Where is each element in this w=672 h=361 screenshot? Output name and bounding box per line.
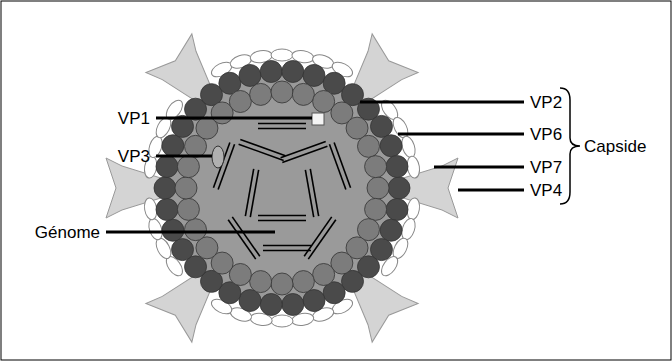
- vp2-protein: [250, 271, 272, 293]
- vp2-protein: [229, 91, 251, 113]
- rna-strand: [263, 245, 311, 247]
- protein-label: VP3: [118, 148, 150, 165]
- core-fill: [164, 70, 400, 306]
- genome-label: Génome: [35, 224, 100, 241]
- vp2-protein: [365, 156, 387, 178]
- vp2-protein: [365, 198, 387, 220]
- vp7-protein: [271, 49, 293, 61]
- leader-lines: [106, 102, 524, 232]
- vp6-protein: [282, 60, 304, 82]
- vp2-protein: [292, 271, 314, 293]
- rna-strand: [232, 217, 260, 256]
- vp2-protein: [271, 273, 293, 295]
- vp2-protein: [292, 83, 314, 105]
- leader-line: [398, 133, 524, 136]
- rna-strand: [308, 220, 336, 259]
- vp2-protein: [177, 198, 199, 220]
- rna-strand: [305, 170, 313, 217]
- leader-line: [458, 189, 524, 192]
- vp1-protein: [312, 113, 324, 125]
- vp2-protein: [177, 156, 199, 178]
- genome-segment: [239, 139, 286, 160]
- rna-strand: [228, 220, 256, 259]
- rna-strand: [263, 250, 311, 252]
- vp6-protein: [386, 156, 408, 178]
- protein-label: VP7: [530, 159, 562, 176]
- genome-segment: [258, 124, 306, 129]
- vp2-protein: [313, 263, 335, 285]
- vp6-protein: [380, 135, 402, 157]
- capsid-label: Capside: [584, 138, 646, 155]
- vp2-protein: [185, 219, 207, 241]
- rna-strand: [258, 220, 306, 222]
- rna-strand: [329, 144, 345, 189]
- vp2-protein: [367, 177, 389, 199]
- genome-segment: [258, 216, 306, 221]
- leader-line: [360, 101, 524, 104]
- vp6-protein: [154, 177, 176, 199]
- brace: [560, 88, 580, 204]
- virus-particle: [106, 34, 458, 342]
- leader-line: [106, 231, 275, 234]
- vp6-protein: [303, 64, 325, 86]
- leader-line: [156, 155, 212, 158]
- vp2-protein: [357, 135, 379, 157]
- genome-segment: [305, 169, 318, 217]
- vp6-protein: [239, 64, 261, 86]
- vp6-protein: [162, 219, 184, 241]
- protein-label: VP4: [530, 182, 562, 199]
- leader-line: [434, 166, 524, 169]
- vp6-protein: [156, 156, 178, 178]
- protein-label: VP2: [530, 94, 562, 111]
- rna-strand: [258, 123, 306, 125]
- genome-segment: [228, 217, 260, 259]
- genome-segment: [304, 217, 336, 259]
- vp2-protein: [271, 81, 293, 103]
- rna-strand: [258, 128, 306, 130]
- vp6-protein: [260, 294, 282, 316]
- vp6-protein: [303, 290, 325, 312]
- genome-segment: [263, 246, 311, 251]
- vp6-protein: [370, 115, 392, 137]
- rna-strand: [250, 170, 258, 217]
- vp2-protein: [250, 83, 272, 105]
- genome-segment: [329, 143, 350, 190]
- vp6-protein: [386, 198, 408, 220]
- vp6-protein: [388, 177, 410, 199]
- protein-label: VP6: [530, 126, 562, 143]
- vp3-protein: [212, 146, 224, 168]
- vp6-protein: [282, 294, 304, 316]
- vp6-protein: [156, 198, 178, 220]
- vp6-protein: [260, 60, 282, 82]
- genome-segment: [245, 169, 258, 217]
- vp6-protein: [239, 290, 261, 312]
- genome-segment: [281, 141, 328, 162]
- rna-strand: [239, 144, 284, 160]
- protein-label: VP1: [118, 110, 150, 127]
- vp7-protein: [271, 315, 293, 327]
- vp6-protein: [380, 219, 402, 241]
- vp6-protein: [162, 135, 184, 157]
- rna-strand: [258, 215, 306, 217]
- vp6-protein: [172, 239, 194, 261]
- rna-strand: [282, 146, 327, 162]
- vp2-protein: [175, 177, 197, 199]
- leader-line: [156, 117, 312, 120]
